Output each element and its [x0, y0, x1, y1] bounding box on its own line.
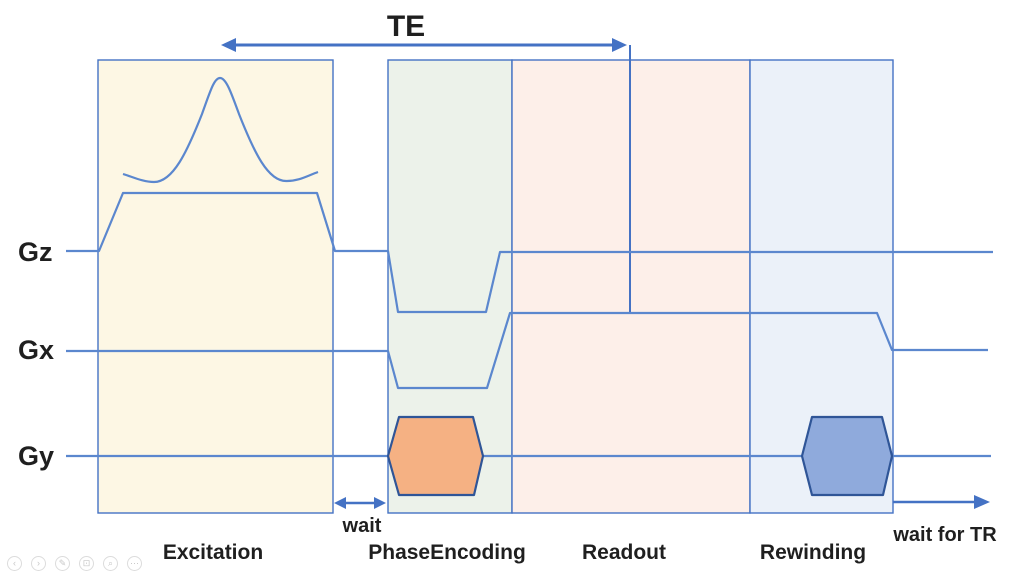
wait-arrow	[334, 497, 386, 509]
rewind-gradient-hexagon	[800, 415, 894, 497]
te-arrowhead-right	[612, 38, 627, 52]
wait-for-tr-label: wait for TR	[893, 524, 997, 546]
te-arrowhead-left	[221, 38, 236, 52]
wait-arrowhead-right	[374, 497, 386, 509]
wait-for-tr-arrow	[893, 495, 990, 509]
rf-sinc-pulse	[122, 76, 319, 184]
next-slide-icon[interactable]: ›	[31, 556, 46, 571]
more-options-icon[interactable]: ⋯	[127, 556, 142, 571]
phase-encode-gradient-hexagon	[386, 415, 485, 497]
wait-arrowhead-left	[334, 497, 346, 509]
phase-label-readout: Readout	[582, 541, 666, 564]
see-all-slides-icon[interactable]: ⊡	[79, 556, 94, 571]
phase-label-rewinding: Rewinding	[759, 541, 867, 564]
axis-label-gx: Gx	[18, 335, 55, 365]
pen-icon[interactable]: ✎	[55, 556, 70, 571]
te-label: TE	[386, 10, 426, 43]
phase-label-phase-encoding: PhaseEncoding	[368, 541, 526, 564]
te-arrow	[221, 38, 627, 52]
zoom-icon[interactable]: ⌕	[103, 556, 118, 571]
wait-label: wait	[342, 515, 382, 537]
excitation-region	[97, 59, 334, 514]
previous-slide-icon[interactable]: ‹	[7, 556, 22, 571]
gz-waveform	[66, 191, 993, 314]
axis-label-gy: Gy	[18, 441, 55, 471]
phase-label-excitation: Excitation	[162, 541, 264, 564]
axis-label-gz: Gz	[18, 237, 53, 267]
slideshow-toolbar: ‹ › ✎ ⊡ ⌕ ⋯	[7, 556, 142, 571]
wait-for-tr-arrowhead	[974, 495, 990, 509]
gx-waveform	[66, 311, 988, 390]
